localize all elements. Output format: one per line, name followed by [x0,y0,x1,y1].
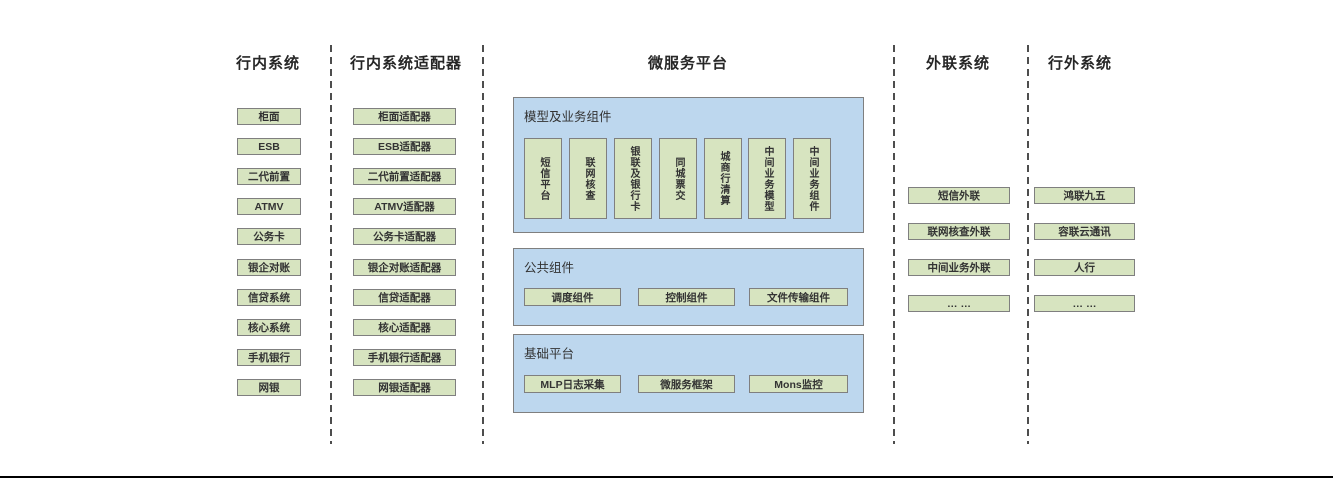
adapter-box: 柜面适配器 [353,108,456,125]
component-box-vertical: 银联及银行卡 [614,138,652,219]
component-box-vertical: 城商行清算 [704,138,742,219]
column-title-internal-adapters: 行内系统适配器 [349,55,462,72]
section-label: 公共组件 [524,261,575,275]
divider-4 [1027,45,1029,444]
section-model-business-components: 模型及业务组件 短信平台 联网核查 银联及银行卡 同城票交 城商行清算 中间业务… [513,97,864,233]
column-title-microservice-platform: 微服务平台 [647,55,728,72]
divider-3 [893,45,895,444]
component-box: 调度组件 [524,288,621,306]
adapter-box: 网银适配器 [353,379,456,396]
adapter-box: ESB适配器 [353,138,456,155]
adapter-box: 二代前置适配器 [353,168,456,185]
section-public-components: 公共组件 调度组件 控制组件 文件传输组件 [513,248,864,326]
bottom-rule [0,476,1333,478]
internal-system-box: 信贷系统 [237,289,301,306]
component-box: MLP日志采集 [524,375,621,393]
internal-system-box: 网银 [237,379,301,396]
outreach-system-box: … … [908,295,1010,312]
component-box: 控制组件 [638,288,735,306]
internal-system-box: 核心系统 [237,319,301,336]
component-box-vertical: 短信平台 [524,138,562,219]
outreach-system-box: 短信外联 [908,187,1010,204]
adapter-box: 核心适配器 [353,319,456,336]
external-system-box: 鸿联九五 [1034,187,1135,204]
component-box-vertical: 同城票交 [659,138,697,219]
component-box: 微服务框架 [638,375,735,393]
outreach-system-box: 联网核查外联 [908,223,1010,240]
column-title-internal-systems: 行内系统 [235,55,300,72]
component-box: 文件传输组件 [749,288,848,306]
divider-2 [482,45,484,444]
adapter-box: 银企对账适配器 [353,259,456,276]
internal-system-box: ATMV [237,198,301,215]
external-system-box: … … [1034,295,1135,312]
column-title-external-systems: 行外系统 [1047,55,1112,72]
external-system-box: 容联云通讯 [1034,223,1135,240]
outreach-system-box: 中间业务外联 [908,259,1010,276]
component-box-vertical: 中间业务组件 [793,138,831,219]
component-box-vertical: 中间业务模型 [748,138,786,219]
component-box: Mons监控 [749,375,848,393]
section-base-platform: 基础平台 MLP日志采集 微服务框架 Mons监控 [513,334,864,413]
internal-system-box: 手机银行 [237,349,301,366]
divider-1 [330,45,332,444]
internal-system-box: 公务卡 [237,228,301,245]
internal-system-box: 柜面 [237,108,301,125]
column-title-outreach-systems: 外联系统 [925,55,990,72]
internal-system-box: ESB [237,138,301,155]
adapter-box: 公务卡适配器 [353,228,456,245]
internal-system-box: 银企对账 [237,259,301,276]
section-label: 基础平台 [524,347,575,361]
adapter-box: 信贷适配器 [353,289,456,306]
component-box-vertical: 联网核查 [569,138,607,219]
adapter-box: ATMV适配器 [353,198,456,215]
internal-system-box: 二代前置 [237,168,301,185]
section-label: 模型及业务组件 [524,110,612,124]
external-system-box: 人行 [1034,259,1135,276]
adapter-box: 手机银行适配器 [353,349,456,366]
